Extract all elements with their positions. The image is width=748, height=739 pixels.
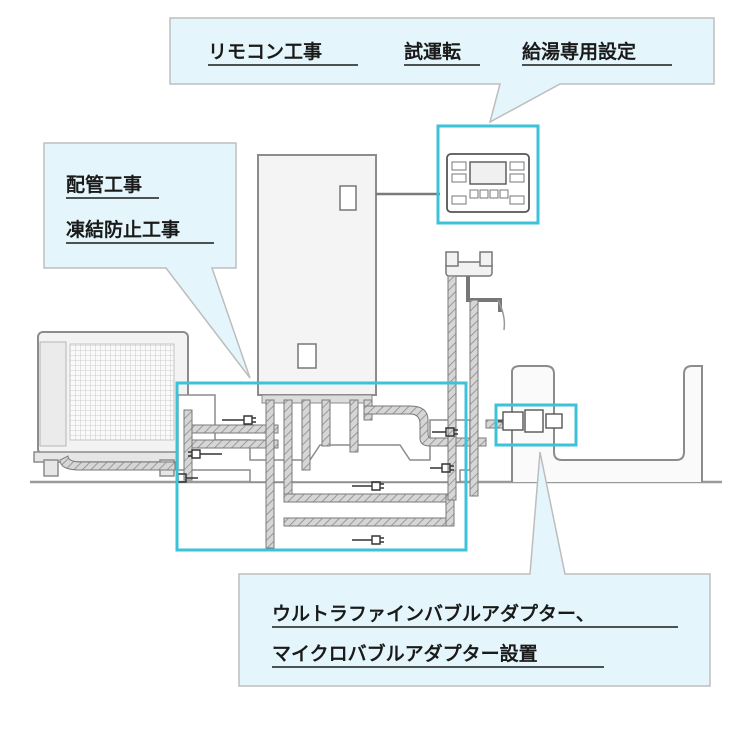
faucet-icon [445,251,506,331]
adapter-callout-line-1: ウルトラファインバブルアダプター、 [272,602,595,625]
bubble-adapter-icon [498,409,563,433]
adapter-callout: ウルトラファインバブルアダプター、 マイクロバブルアダプター設置 [238,451,711,687]
remote-callout: リモコン工事 試運転 給湯専用設定 [169,17,715,124]
power-plug-icons [177,415,458,545]
heat-pump-unit-icon [33,331,191,477]
remote-controller-icon [446,153,530,213]
adapter-highlight-box [494,403,578,447]
remote-callout-item-1: リモコン工事 [208,40,322,63]
piping-highlight-box [175,381,468,552]
hot-water-tank-icon [257,154,377,404]
adapter-callout-line-2: マイクロバブルアダプター設置 [272,642,538,665]
remote-highlight-box [436,124,540,225]
piping [59,275,513,549]
piping-callout-item-2: 凍結防止工事 [66,218,180,241]
piping-callout: 配管工事 凍結防止工事 [43,142,251,379]
piping-callout-item-1: 配管工事 [66,173,142,196]
remote-callout-item-2: 試運転 [404,40,461,63]
remote-callout-item-3: 給湯専用設定 [522,40,636,63]
